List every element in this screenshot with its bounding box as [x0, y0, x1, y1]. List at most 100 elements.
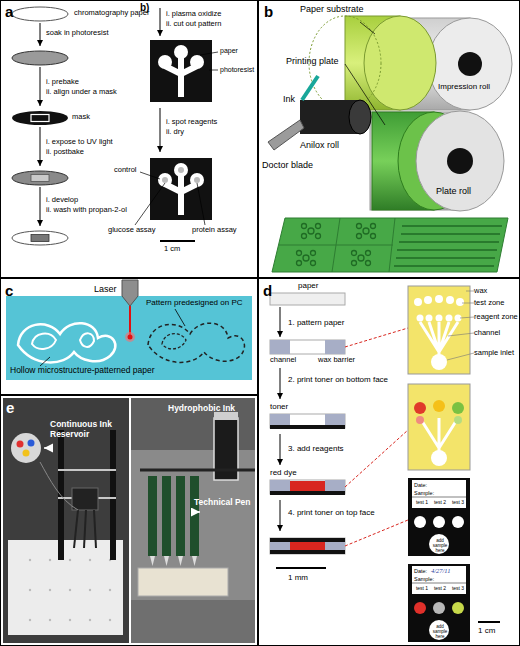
annotation-label: 4. print toner on top face	[288, 508, 398, 517]
wax-toner-steps	[345, 430, 408, 487]
flexographic-press	[349, 100, 371, 134]
annotation-label: Anilox roll	[300, 140, 370, 150]
pen-plotter-photos	[49, 619, 51, 621]
flexographic-press	[311, 251, 316, 256]
pen-plotter-photos	[162, 476, 171, 556]
photolithography-steps	[40, 187, 41, 226]
pen-plotter-photos	[74, 510, 78, 548]
paper-cards	[416, 416, 424, 424]
pen-plotter-photos	[131, 398, 255, 643]
annotation-label: ii. cut out pattern	[166, 20, 256, 29]
wax-toner-steps	[325, 340, 345, 354]
flexographic-press	[402, 225, 502, 227]
flexographic-press	[311, 261, 316, 266]
annotation-label: Hydrophobic Ink	[168, 404, 252, 414]
flexographic-press	[364, 16, 436, 110]
flexographic-press	[366, 251, 371, 256]
card-text: Sample:	[414, 490, 448, 496]
card-text: test 3	[449, 500, 467, 506]
flexographic-press	[279, 245, 393, 246]
paper-device-steps	[197, 183, 205, 225]
annotation-label: toner	[270, 402, 310, 411]
pen-plotter-photos	[17, 441, 24, 448]
pen-plotter-photos	[69, 559, 71, 561]
paper-cards	[454, 416, 462, 424]
wax-toner-steps	[270, 293, 345, 305]
wax-toner-steps	[280, 307, 281, 337]
pen-plotter-photos	[44, 447, 48, 449]
paper-cards	[408, 384, 470, 470]
paper-cards	[429, 534, 449, 554]
paper-cards	[414, 402, 426, 414]
pen-plotter-photos	[72, 488, 98, 510]
wax-toner-steps	[270, 491, 345, 495]
annotation-label: reagent zone	[474, 313, 520, 322]
annotation-label: Pattern predesigned on PC	[146, 298, 256, 307]
annotation-label: Technical Pen	[194, 498, 254, 508]
annotation-label: i. develop	[46, 196, 146, 205]
annotation-label: Hollow microstructure-patterned paper	[10, 366, 220, 376]
flexographic-press	[394, 265, 494, 267]
pen-plotter-photos	[49, 589, 51, 591]
annotation-label: sample inlet	[474, 349, 518, 358]
wax-toner-steps	[270, 414, 345, 428]
paper-cards	[462, 303, 474, 304]
laser-cutting	[6, 296, 252, 380]
laser-cutting	[162, 334, 186, 349]
photolithography-steps	[12, 111, 68, 125]
pen-plotter-photos	[58, 469, 116, 471]
paper-cards	[412, 583, 466, 584]
paper-device-steps	[178, 167, 184, 173]
pen-plotter-photos	[89, 559, 91, 561]
laser-cutting	[148, 323, 244, 362]
pen-plotter-photos	[11, 433, 41, 463]
flexographic-press	[357, 234, 362, 239]
laser-cutting	[122, 280, 138, 306]
pen-plotter-photos	[150, 556, 155, 566]
card-text: test 2	[431, 586, 449, 592]
pen-plotter-photos	[3, 398, 255, 643]
paper-cards	[429, 620, 449, 640]
laser-cutting	[80, 333, 94, 347]
paper-cards	[414, 295, 464, 370]
flexographic-press	[352, 251, 357, 256]
laser-cutting	[6, 280, 252, 380]
pen-plotter-photos	[176, 476, 185, 556]
pen-plotter-photos	[69, 619, 71, 621]
photolithography-steps	[12, 171, 68, 185]
annotation-label: ii. postbake	[46, 148, 146, 157]
pen-plotter-photos	[29, 619, 31, 621]
paper-cards	[478, 621, 500, 623]
panel-letter: a	[5, 3, 25, 20]
wax-toner-steps	[280, 434, 281, 465]
flexographic-press	[268, 120, 304, 150]
paper-device-steps	[160, 108, 161, 152]
paper-card: Date:4/27/11Sample:test 1test 2test 3add…	[409, 565, 471, 643]
paper-cards	[412, 566, 466, 594]
annotation-label: paper	[298, 281, 338, 290]
photolithography-steps	[40, 23, 41, 46]
paper-device-steps	[160, 8, 161, 36]
card-text: 4/27/11	[431, 567, 467, 574]
photolithography-steps	[12, 231, 68, 245]
annotation-label: paper	[220, 47, 256, 55]
flexographic-press	[360, 22, 375, 34]
paper-device-steps	[209, 70, 218, 71]
card-text: Sample:	[414, 576, 448, 582]
laser-cutting	[125, 332, 135, 342]
annotation-label: Doctor blade	[262, 160, 332, 170]
wax-toner-steps	[270, 480, 345, 494]
panel-letter: c	[5, 282, 25, 299]
flexographic-press	[316, 234, 321, 239]
annotation-label: 1 cm	[164, 245, 198, 254]
annotation-label: wax	[474, 287, 518, 296]
paper-device-steps	[194, 177, 200, 183]
flexographic-press	[401, 233, 500, 235]
annotation-label: mask	[72, 113, 112, 122]
pen-plotter-photos	[89, 619, 91, 621]
pen-plotter-photos	[49, 559, 51, 561]
annotation-label: red dye	[270, 468, 310, 477]
paper-device-steps	[162, 177, 168, 183]
paper-cards	[452, 602, 464, 614]
panel-letter: b	[264, 3, 284, 20]
